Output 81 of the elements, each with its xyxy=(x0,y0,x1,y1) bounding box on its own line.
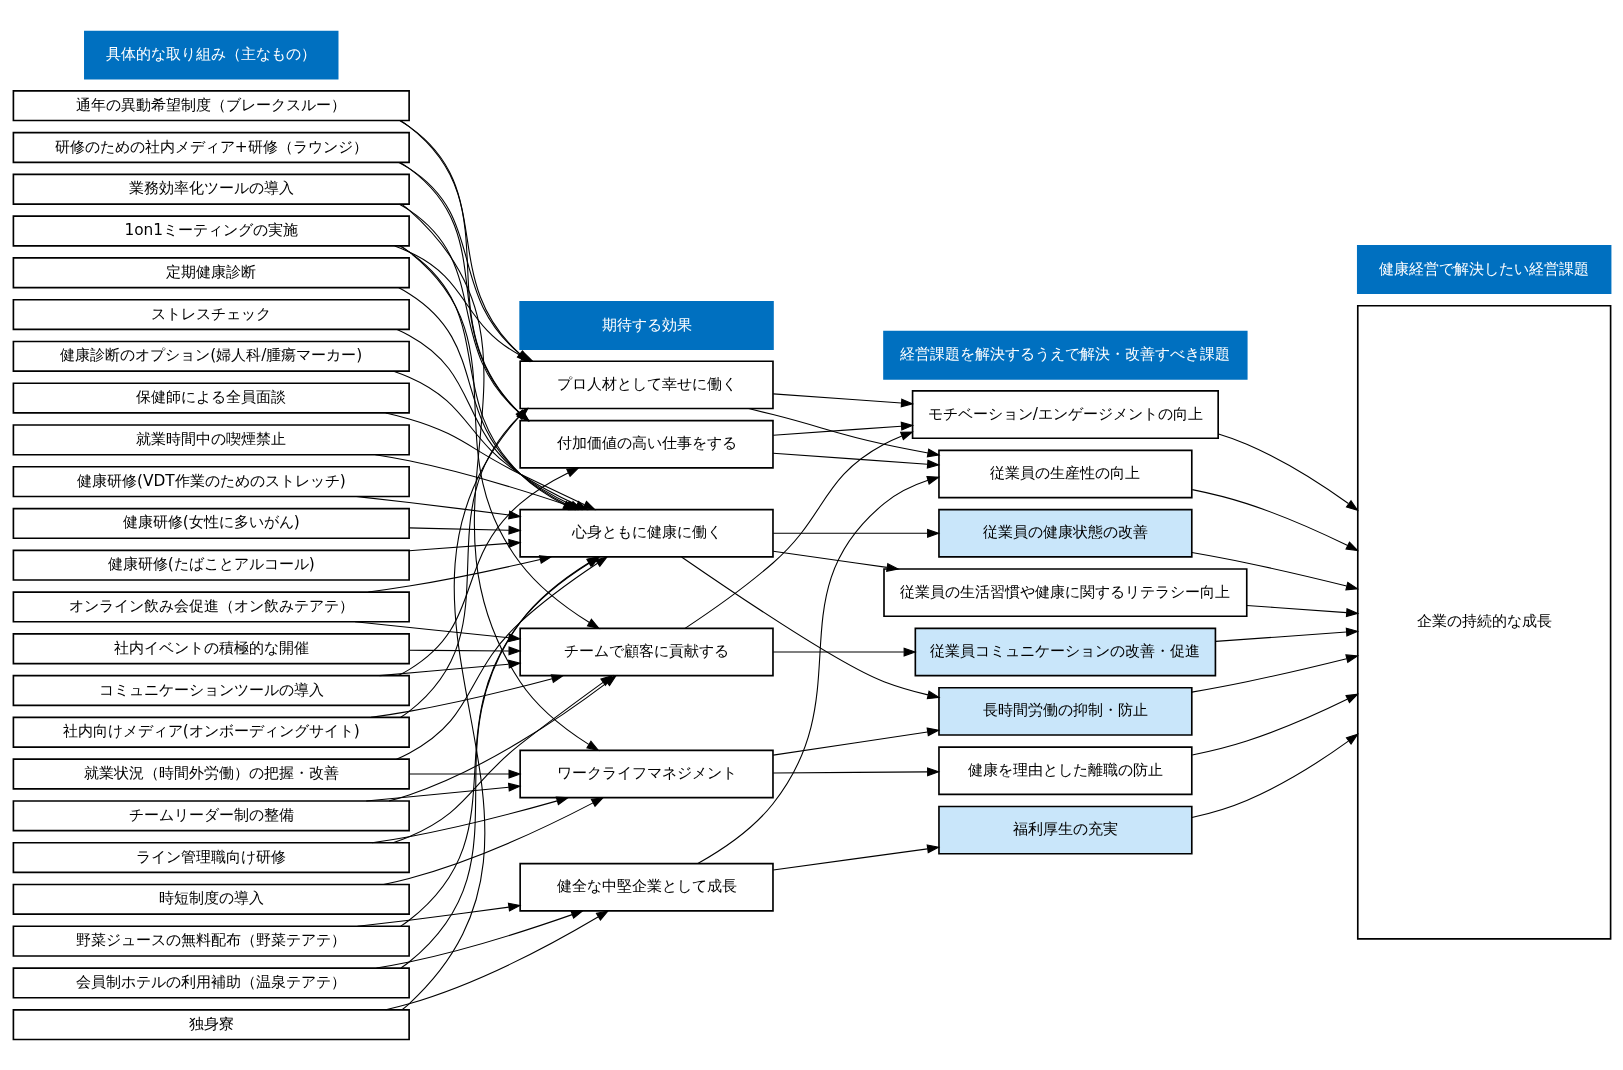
arrow xyxy=(378,659,522,676)
node-box: 就業状況（時間外労働）の把握・改善 xyxy=(12,757,410,790)
arrow xyxy=(1191,488,1359,551)
arrow xyxy=(408,768,522,779)
arrow xyxy=(696,475,940,864)
node-box: チームで顧客に貢献する xyxy=(518,627,774,676)
arrow xyxy=(408,525,522,535)
node-box: モチベーション/エンゲージメントの向上 xyxy=(911,389,1219,439)
arrow xyxy=(1190,732,1359,818)
arrow xyxy=(772,726,940,756)
arrow xyxy=(393,244,534,362)
arrow xyxy=(371,796,569,843)
arrow xyxy=(365,782,521,801)
arrow xyxy=(1190,653,1359,693)
node-box: 従業員コミュニケーションの改善・促進 xyxy=(914,627,1216,676)
node-box: 健康研修(VDT作業のためのストレッチ) xyxy=(12,465,410,497)
arrow xyxy=(1217,433,1359,511)
arrow xyxy=(392,674,613,843)
arrow xyxy=(1191,692,1359,756)
node-box: 保健師による全員面談 xyxy=(12,381,410,414)
node-box: 業務効率化ツールの導入 xyxy=(12,173,410,205)
node-box: 従業員の生産性の向上 xyxy=(937,449,1193,498)
node-box: 野菜ジュースの無料配布（野菜テアテ） xyxy=(12,924,410,957)
arrow xyxy=(408,538,522,551)
node-box: 付加価値の高い仕事をする xyxy=(518,419,774,469)
arrow xyxy=(772,843,940,871)
node-box: 就業時間中の喫煙禁止 xyxy=(12,423,410,456)
node-box: コミュニケーションツールの導入 xyxy=(12,674,410,706)
arrow xyxy=(397,161,530,362)
node-box: 社内イベントの積極的な開催 xyxy=(12,632,410,664)
node-box: 研修のための社内メディア+研修（ラウンジ） xyxy=(12,131,410,163)
arrow xyxy=(408,645,522,656)
node-box: 福利厚生の充実 xyxy=(937,805,1193,855)
arrow xyxy=(684,430,914,629)
arrow xyxy=(772,550,900,572)
node-box: ライン管理職向け研修 xyxy=(12,841,410,873)
node-box: 時短制度の導入 xyxy=(12,883,410,915)
node-box: 社内向けメディア(オンボーディングサイト) xyxy=(12,716,410,748)
node-box: チームリーダー制の整備 xyxy=(12,799,410,831)
arrow xyxy=(1214,627,1359,642)
arrow xyxy=(375,909,584,969)
node-box: ワークライフマネジメント xyxy=(518,749,774,798)
node-box: 通年の異動希望制度（ブレークスルー） xyxy=(12,89,410,121)
arrow xyxy=(772,421,914,436)
node-box: 期待する効果 xyxy=(518,300,774,350)
arrow xyxy=(398,119,530,362)
node-box: 定期健康診断 xyxy=(12,256,410,288)
node-box: 従業員の健康状態の改善 xyxy=(937,508,1193,558)
node-box: 独身寮 xyxy=(12,1008,410,1040)
node-box: 健康診断のオプション(婦人科/腫瘍マーカー) xyxy=(12,340,410,372)
arrow xyxy=(1190,551,1359,590)
arrow xyxy=(772,392,914,408)
node-box: 長時間労働の抑制・防止 xyxy=(937,686,1193,736)
node-box: 健康経営で解決したい経営課題 xyxy=(1356,244,1611,294)
node-box: 企業の持続的な成長 xyxy=(1356,304,1611,940)
node-box: 心身ともに健康に働く xyxy=(518,508,774,558)
arrow xyxy=(384,909,609,1010)
node-box: 会員制ホテルの利用補助（温泉テアテ） xyxy=(12,966,410,999)
arrow xyxy=(355,495,522,519)
arrow xyxy=(1245,604,1359,617)
node-box: 経営課題を解決するうえで解決・改善すべき課題 xyxy=(882,330,1248,380)
node-box: プロ人材として幸せに働く xyxy=(518,359,774,409)
arrow xyxy=(680,555,941,699)
arrow xyxy=(367,554,553,593)
arrow xyxy=(772,452,940,469)
arrow xyxy=(356,902,521,927)
node-box: 健康を理由とした離職の防止 xyxy=(937,745,1193,795)
node-box: 従業員の生活習慣や健康に関するリテラシー向上 xyxy=(882,567,1248,617)
node-box: 具体的な取り組み（主なもの） xyxy=(83,30,338,80)
node-box: ストレスチェック xyxy=(12,298,410,330)
node-box: オンライン飲み会促進（オン飲みテアテ） xyxy=(12,590,410,623)
arrow xyxy=(370,673,565,718)
arrow xyxy=(772,528,940,538)
node-box: 1on1ミーティングの実施 xyxy=(12,214,410,247)
arrow xyxy=(772,766,940,776)
arrow xyxy=(772,646,917,657)
node-box: 健康研修(たばことアルコール) xyxy=(12,549,410,581)
node-box: 健全な中堅企業として成長 xyxy=(518,862,774,912)
node-box: 健康研修(女性に多いがん) xyxy=(12,507,410,539)
arrow xyxy=(747,407,940,457)
arrow xyxy=(382,796,604,885)
